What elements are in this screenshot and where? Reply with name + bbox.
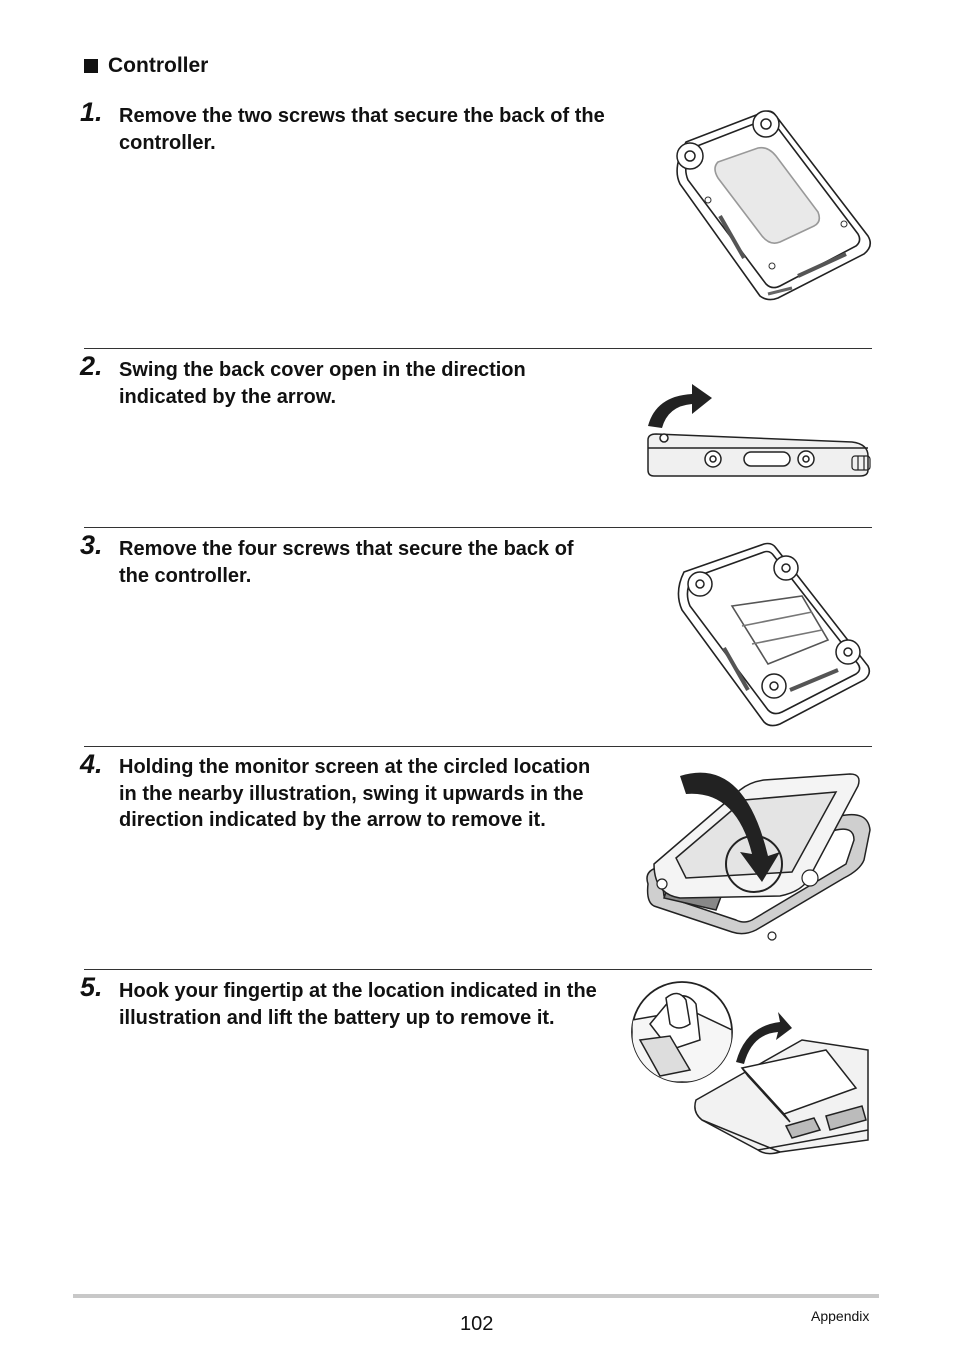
section-title-text: Controller [108,54,209,77]
divider-4 [84,969,872,970]
step-2-text: Swing the back cover open in the directi… [119,359,526,408]
step-4-text: Holding the monitor screen at the circle… [119,756,591,831]
page-number: 102 [460,1313,494,1335]
step-2-number: 2. [80,351,103,381]
step-1-number: 1. [80,97,103,127]
step-1-text: Remove the two screws that secure the ba… [119,105,605,154]
square-bullet-icon [84,59,98,73]
step-4-number: 4. [80,749,103,779]
step-5-illustration [631,981,869,1155]
step-3-number: 3. [80,530,103,560]
step-2-illustration [647,384,871,477]
footer-rule [73,1294,879,1298]
step-5-text: Hook your fingertip at the location indi… [119,980,597,1029]
circled-location-icon [725,835,783,893]
step-5-number: 5. [80,972,103,1002]
curved-arrow-icon [648,384,712,428]
divider-1 [84,348,872,349]
section-heading: Controller [84,54,208,78]
step-1-illustration [676,110,872,301]
step-3-text: Remove the four screws that secure the b… [119,538,574,587]
divider-3 [84,746,872,747]
footer-section-label: Appendix [811,1308,870,1324]
curved-arrow-icon [736,1012,792,1064]
step-3-illustration [677,542,871,727]
curved-arrow-icon [680,772,780,882]
divider-2 [84,527,872,528]
step-4-illustration [646,772,871,941]
